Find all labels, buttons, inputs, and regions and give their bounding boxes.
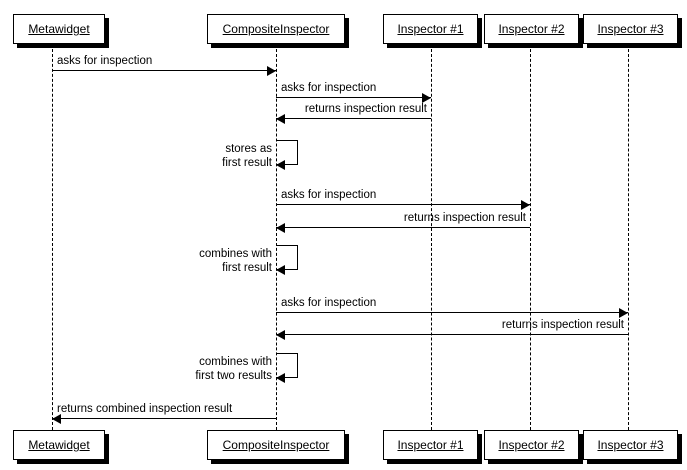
participant-label: Inspector #2: [498, 438, 565, 452]
message-label-m7: returns inspection result: [501, 319, 624, 331]
self-call-arrowhead-s1: [276, 160, 285, 170]
message-label-m2: asks for inspection: [281, 82, 377, 94]
message-line-m5: [276, 227, 530, 228]
arrowhead-m8: [52, 413, 61, 424]
arrowhead-m3: [276, 113, 285, 124]
message-line-m3: [276, 118, 431, 119]
self-call-arrowhead-s2: [276, 265, 285, 275]
self-call-label-s2: combines with first result: [199, 247, 272, 276]
message-line-m4: [276, 204, 530, 205]
arrowhead-m7: [276, 329, 285, 340]
self-call-label-s3: combines with first two results: [195, 355, 272, 384]
participant-box-top-inspector-1[interactable]: Inspector #1: [383, 14, 478, 44]
self-call-label-line2: first two results: [195, 370, 272, 383]
participant-label: CompositeInspector: [222, 22, 330, 36]
self-call-label-line2: first result: [222, 157, 272, 170]
message-label-m1: asks for inspection: [57, 55, 153, 67]
self-call-loop-s1: [276, 140, 298, 165]
message-label-m3: returns inspection result: [304, 103, 427, 115]
message-line-m8: [52, 418, 276, 419]
self-call-label-line1: stores as: [225, 143, 272, 155]
message-label-m6: asks for inspection: [281, 297, 377, 309]
participant-label: CompositeInspector: [222, 438, 330, 452]
participant-label: Metawidget: [28, 22, 90, 36]
message-label-m8: returns combined inspection result: [57, 403, 233, 415]
arrowhead-m1: [267, 65, 276, 76]
participant-label: Inspector #3: [597, 22, 664, 36]
arrowhead-m2: [422, 92, 431, 103]
self-call-arrowhead-s3: [276, 373, 285, 383]
self-call-label-line1: combines with: [199, 356, 272, 368]
lifeline-composite-inspector: [276, 44, 277, 430]
participant-box-top-metawidget[interactable]: Metawidget: [13, 14, 105, 44]
lifeline-inspector-2: [530, 44, 531, 430]
lifeline-inspector-1: [431, 44, 432, 430]
self-call-loop-s2: [276, 245, 298, 270]
message-line-m6: [276, 312, 628, 313]
participant-label: Inspector #3: [597, 438, 664, 452]
arrowhead-m4: [521, 199, 530, 210]
participant-box-bottom-inspector-1[interactable]: Inspector #1: [383, 430, 478, 460]
participant-label: Inspector #1: [397, 438, 464, 452]
lifeline-metawidget: [52, 44, 53, 430]
self-call-loop-s3: [276, 353, 298, 378]
message-label-m5: returns inspection result: [403, 212, 526, 224]
lifeline-inspector-3: [628, 44, 629, 430]
message-label-m4: asks for inspection: [281, 189, 377, 201]
participant-label: Inspector #2: [498, 22, 565, 36]
self-call-label-line2: first result: [222, 262, 272, 275]
self-call-label-line1: combines with: [199, 248, 272, 260]
participant-label: Inspector #1: [397, 22, 464, 36]
participant-box-top-composite-inspector[interactable]: CompositeInspector: [207, 14, 345, 44]
participant-label: Metawidget: [28, 438, 90, 452]
message-line-m1: [52, 70, 276, 71]
message-line-m7: [276, 334, 628, 335]
participant-box-top-inspector-2[interactable]: Inspector #2: [484, 14, 579, 44]
participant-box-bottom-composite-inspector[interactable]: CompositeInspector: [207, 430, 345, 460]
participant-box-top-inspector-3[interactable]: Inspector #3: [583, 14, 678, 44]
participant-box-bottom-inspector-3[interactable]: Inspector #3: [583, 430, 678, 460]
participant-box-bottom-inspector-2[interactable]: Inspector #2: [484, 430, 579, 460]
participant-box-bottom-metawidget[interactable]: Metawidget: [13, 430, 105, 460]
arrowhead-m5: [276, 222, 285, 233]
self-call-label-s1: stores as first result: [222, 142, 272, 171]
message-line-m2: [276, 97, 431, 98]
arrowhead-m6: [619, 307, 628, 318]
